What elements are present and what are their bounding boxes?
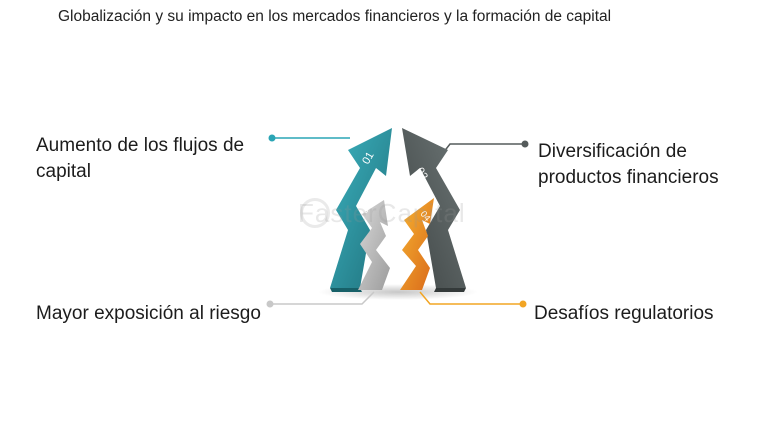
connector-02 bbox=[435, 140, 529, 163]
watermark: FasterCapital bbox=[298, 198, 466, 228]
arrow-01-number: 01 bbox=[360, 150, 377, 167]
arrow-04-number: 04 bbox=[418, 209, 432, 223]
arrow-02-number: 02 bbox=[413, 166, 430, 183]
connector-04 bbox=[419, 291, 527, 308]
arrow-02: 02 bbox=[402, 128, 466, 292]
label-02: Diversificación de productos financieros bbox=[538, 141, 719, 188]
page-title: Globalización y su impacto en los mercad… bbox=[58, 8, 612, 25]
connector-03 bbox=[266, 291, 375, 308]
label-01: Aumento de los flujos de capital bbox=[36, 135, 245, 182]
arrow-01: 01 bbox=[330, 128, 392, 292]
label-04: Desafíos regulatorios bbox=[534, 303, 714, 324]
arrow-03: 03 bbox=[358, 200, 390, 290]
arrow-03-number: 03 bbox=[359, 201, 373, 215]
label-03: Mayor exposición al riesgo bbox=[36, 303, 261, 324]
connector-01 bbox=[268, 134, 350, 142]
watermark-gear-icon bbox=[300, 198, 330, 228]
arrow-04: 04 bbox=[400, 198, 434, 290]
